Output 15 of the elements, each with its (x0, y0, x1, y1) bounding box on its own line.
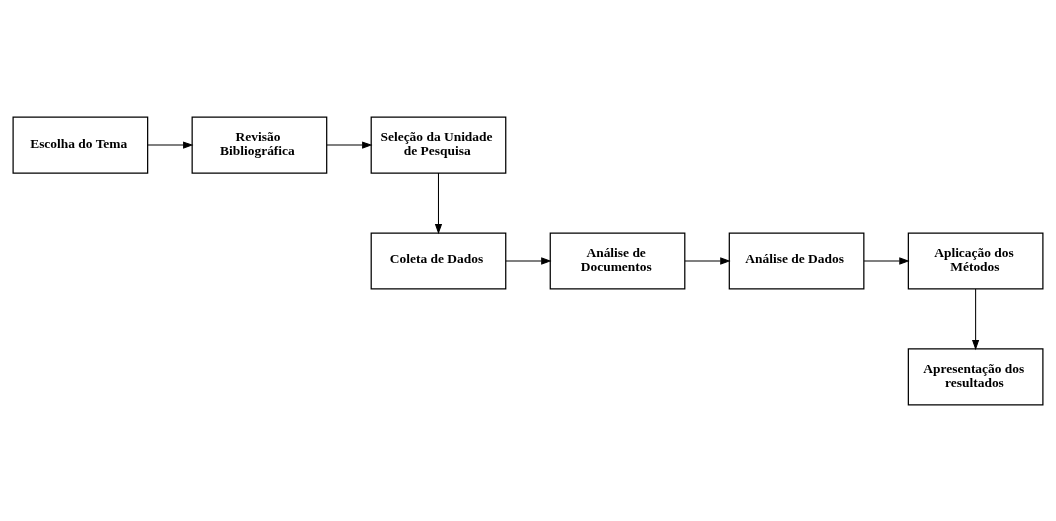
arrow (147, 140, 194, 149)
arrow (326, 140, 373, 149)
arrow (863, 256, 910, 265)
arrow (434, 172, 443, 234)
node-box: Apresentação dos resultados (907, 347, 1044, 405)
node-box: Coleta de Dados (370, 231, 507, 290)
arrow (684, 256, 731, 265)
arrow (972, 288, 980, 350)
node-box: Escolha do Tema (12, 116, 149, 174)
node-box: Análise de Dados (728, 231, 865, 290)
arrow (505, 256, 552, 265)
node-box: Aplicação dos Métodos (907, 231, 1044, 290)
node-box: Seleção da Unidade de Pesquisa (370, 116, 507, 174)
node-box: Análise de Documentos (549, 231, 686, 290)
node-box: Revisão Bibliográfica (191, 116, 328, 174)
